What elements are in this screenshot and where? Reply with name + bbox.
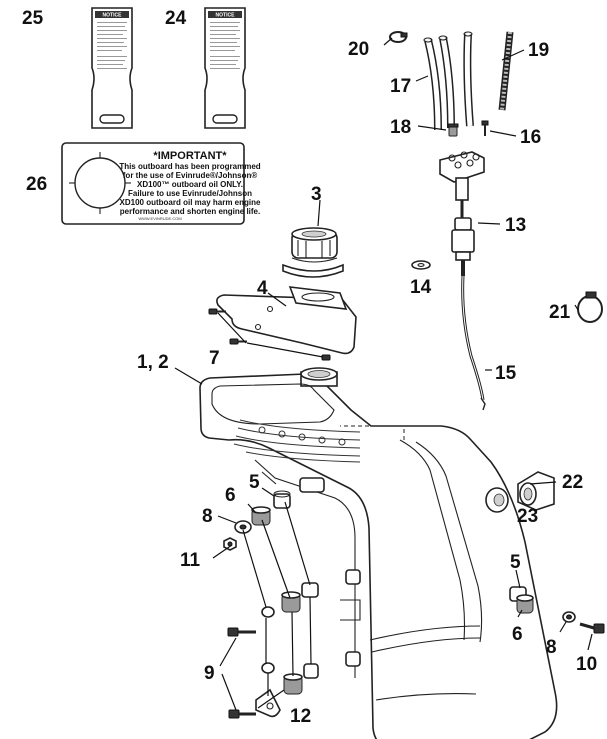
tag-25-header: NOTICE — [103, 13, 123, 19]
callout-12: 12 — [290, 706, 311, 727]
bolt-9-upper — [227, 627, 256, 637]
callout-17: 17 — [390, 76, 411, 97]
important-line-2: for the use of Evinrude®/Johnson® — [123, 171, 258, 180]
callout-11: 11 — [180, 550, 201, 571]
grommet-6-mid — [281, 591, 301, 613]
callout-13: 13 — [505, 215, 526, 236]
clamp-21 — [577, 291, 603, 323]
grommet-lower — [283, 673, 303, 695]
bolt-9-lower — [228, 709, 256, 719]
callout-6-left: 6 — [225, 485, 236, 506]
grommet-6-left — [251, 506, 271, 526]
nut-11 — [223, 537, 237, 551]
important-line-1: This outboard has been programmed — [119, 162, 260, 171]
callout-4: 4 — [257, 278, 268, 299]
callout-16: 16 — [520, 127, 541, 148]
clip-12 — [255, 688, 281, 718]
pickup-tube-15 — [461, 275, 486, 411]
screw-16 — [481, 120, 489, 136]
callout-24: 24 — [165, 8, 187, 29]
callout-25: 25 — [22, 8, 44, 29]
callout-3: 3 — [311, 184, 322, 205]
plug-18 — [447, 123, 459, 137]
clamp-20 — [389, 31, 408, 43]
callout-9: 9 — [204, 663, 215, 684]
mounting-bracket-4 — [216, 286, 357, 355]
callout-21: 21 — [549, 302, 571, 323]
screw-7-c — [321, 354, 331, 361]
washer-lower — [261, 662, 275, 674]
callout-numbers: 25 24 26 20 17 18 16 19 3 13 14 4 21 7 1… — [22, 8, 597, 727]
callout-8-right: 8 — [546, 637, 557, 658]
callout-5-right: 5 — [510, 552, 521, 573]
important-line-6: performance and shorten engine life. — [120, 207, 260, 216]
callout-10: 10 — [576, 654, 597, 675]
screw-7-a — [208, 308, 226, 315]
grommet-6-right — [516, 594, 534, 614]
tag-24-header: NOTICE — [216, 13, 236, 19]
callout-18: 18 — [390, 117, 411, 138]
callout-22: 22 — [562, 472, 583, 493]
important-line-5: XD100 outboard oil may harm engine — [120, 198, 261, 207]
callout-15: 15 — [495, 363, 517, 384]
important-line-4: Failure to use Evinrude/Johnson — [128, 189, 252, 198]
callout-8-left: 8 — [202, 506, 213, 527]
callout-7: 7 — [209, 348, 220, 369]
callout-5-left: 5 — [249, 472, 260, 493]
grommet-23 — [485, 487, 509, 513]
bolt-10 — [579, 622, 605, 634]
notice-tag-24: NOTICE — [204, 7, 246, 129]
notice-tag-25: NOTICE — [91, 7, 133, 129]
hose-sleeve-19 — [498, 31, 514, 111]
callout-1-2: 1, 2 — [137, 352, 169, 373]
important-label-26: *IMPORTANT* This outboard has been progr… — [61, 142, 261, 225]
filler-cap-3 — [282, 227, 344, 278]
washer-8-left — [234, 520, 252, 534]
callout-14: 14 — [410, 277, 432, 298]
callout-19: 19 — [528, 40, 549, 61]
hoses-17 — [423, 31, 474, 131]
important-title: *IMPORTANT* — [153, 150, 227, 162]
fitting-22 — [517, 471, 555, 511]
screw-7-b — [229, 338, 247, 345]
callout-26: 26 — [26, 174, 47, 195]
important-url: WWW.EVINRUDE.COM — [138, 216, 181, 221]
important-line-3: XD100™ outboard oil ONLY. — [137, 180, 243, 189]
washer-14 — [411, 260, 431, 270]
oil-tank-1-2 — [199, 367, 558, 739]
spacer-5-left — [273, 490, 291, 509]
callout-6-right: 6 — [512, 624, 523, 645]
washer-mid — [261, 606, 275, 618]
pickup-assembly-13 — [439, 151, 485, 276]
callout-20: 20 — [348, 39, 369, 60]
spacer-5-mid — [301, 582, 319, 598]
spacer-lower — [303, 663, 319, 679]
washer-8-right — [562, 611, 576, 623]
callout-23: 23 — [517, 506, 538, 527]
leader-lines — [174, 37, 593, 711]
